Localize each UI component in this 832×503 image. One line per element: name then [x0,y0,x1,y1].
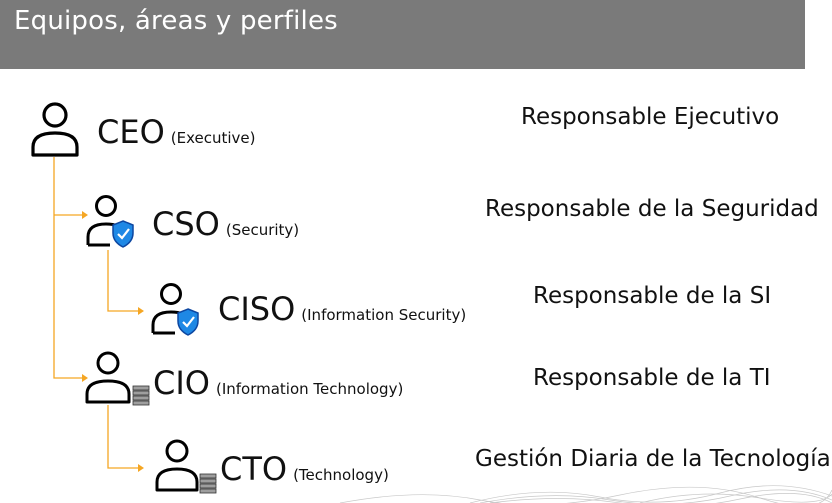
responsibility-cso: Responsable de la Seguridad [485,196,819,222]
role-cso: CSO (Security) [152,208,299,240]
role-code: CIO [153,364,210,402]
responsibility-ceo: Responsable Ejecutivo [521,104,780,130]
role-code: CSO [152,205,220,243]
page-title: Equipos, áreas y perfiles [14,6,338,36]
cso-to-ciso-connector [107,250,138,312]
role-code: CTO [220,450,288,488]
responsibility-cio: Responsable de la TI [533,365,771,391]
cio-to-cto-arrow [138,464,144,472]
user-shield-icon [86,195,134,248]
ceo-to-cso-arrow [82,211,88,219]
role-code: CISO [218,290,296,328]
user-icon [31,102,79,157]
role-code: CEO [97,113,165,151]
ceo-to-cio-arrow [82,374,88,382]
header-bar: Equipos, áreas y perfiles [0,0,805,69]
role-ciso: CISO (Information Security) [218,293,466,325]
user-server-icon [85,351,150,406]
role-description: (Technology) [293,466,389,484]
role-cio: CIO (Information Technology) [153,367,403,399]
role-description: (Security) [225,221,300,239]
role-description: (Information Technology) [215,380,404,398]
cso-to-ciso-arrow [138,307,144,315]
role-description: (Executive) [170,129,256,147]
user-shield-icon [151,283,199,336]
user-server-icon [155,439,217,494]
responsibility-ciso: Responsable de la SI [533,283,772,309]
responsibility-cto: Gestión Diaria de la Tecnología [475,446,831,472]
role-cto: CTO (Technology) [220,453,389,485]
role-description: (Information Security) [301,306,467,324]
role-ceo: CEO (Executive) [97,116,255,148]
cio-to-cto-connector [107,405,138,469]
ceo-to-cio-connector [53,157,82,379]
